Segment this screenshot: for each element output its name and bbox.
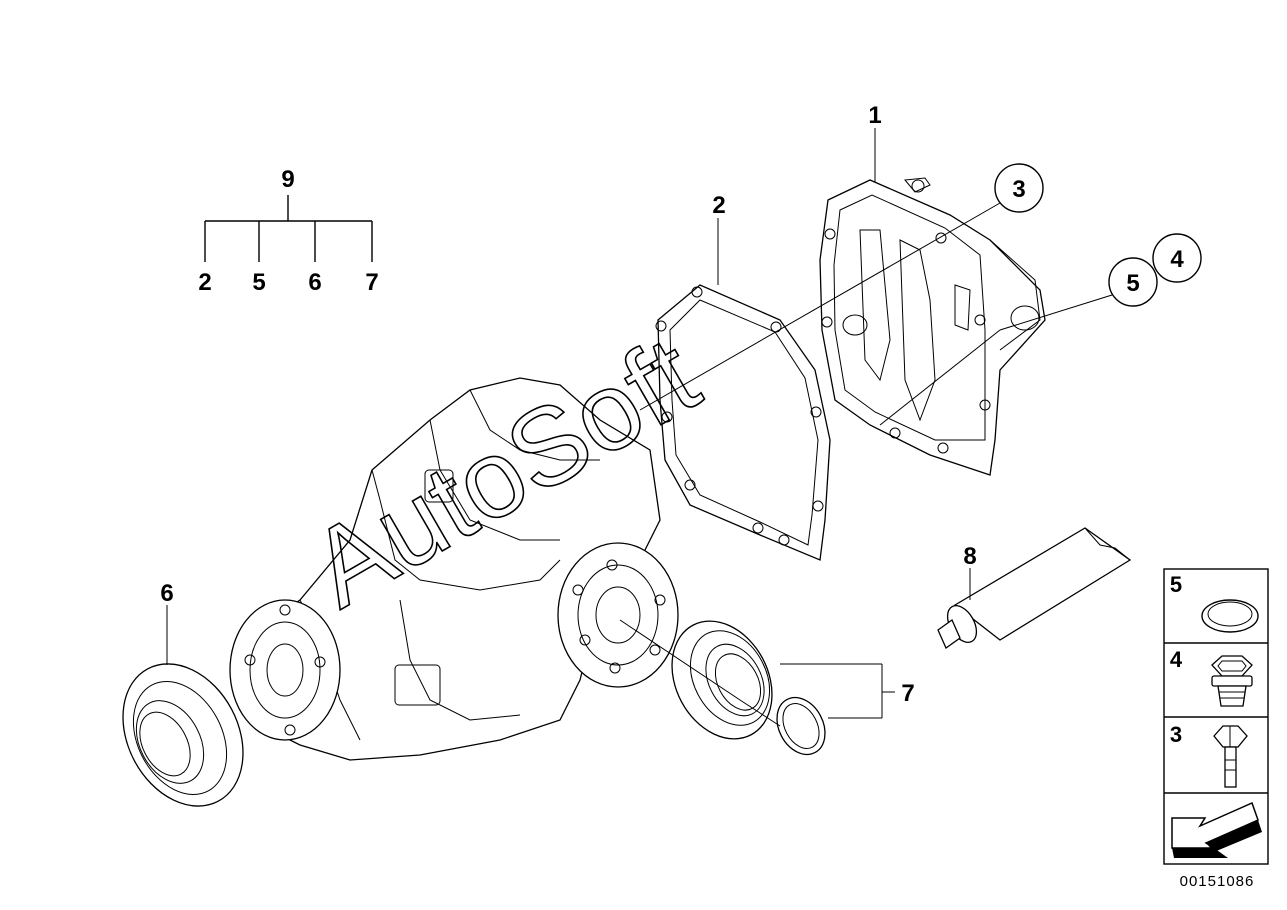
callout-6: 6 [160,580,173,607]
differential-housing [229,377,679,761]
legend-panel: 5 4 3 [1163,568,1269,865]
leader-lines [166,128,1113,727]
sealant-tube [937,527,1132,649]
callout-2: 2 [712,192,725,219]
callout-5-circle: 5 [1108,257,1158,307]
set-tree-child-4: 7 [365,269,378,296]
callout-3: 3 [1012,176,1025,203]
arrow-icon [1171,801,1262,858]
housing-cover [819,177,1046,476]
shaft-seal-left [122,663,244,807]
set-tree-child-1: 2 [198,269,211,296]
legend-row-1-number: 5 [1170,572,1182,597]
legend-row-3-number: 3 [1170,722,1182,747]
seal-ring-icon [1201,599,1259,633]
hex-bolt-icon [1213,725,1248,788]
shaft-seal-right [671,620,773,740]
set-tree-child-2: 5 [252,269,265,296]
set-tree-parent: 9 [281,166,294,193]
set-tree: 9 2 5 6 7 [198,166,378,296]
oil-plug-icon [1211,655,1253,707]
callout-4-circle: 4 [1152,233,1202,283]
callout-5: 5 [1126,270,1139,297]
legend-row-2-number: 4 [1170,647,1183,672]
callout-7: 7 [901,680,914,707]
callout-1: 1 [868,102,881,129]
callout-3-circle: 3 [994,163,1044,213]
set-tree-child-3: 6 [308,269,321,296]
callout-8: 8 [963,543,976,570]
callout-4: 4 [1170,246,1184,273]
gasket [655,284,831,561]
retaining-ring [776,696,826,756]
document-id: 00151086 [1180,873,1255,890]
